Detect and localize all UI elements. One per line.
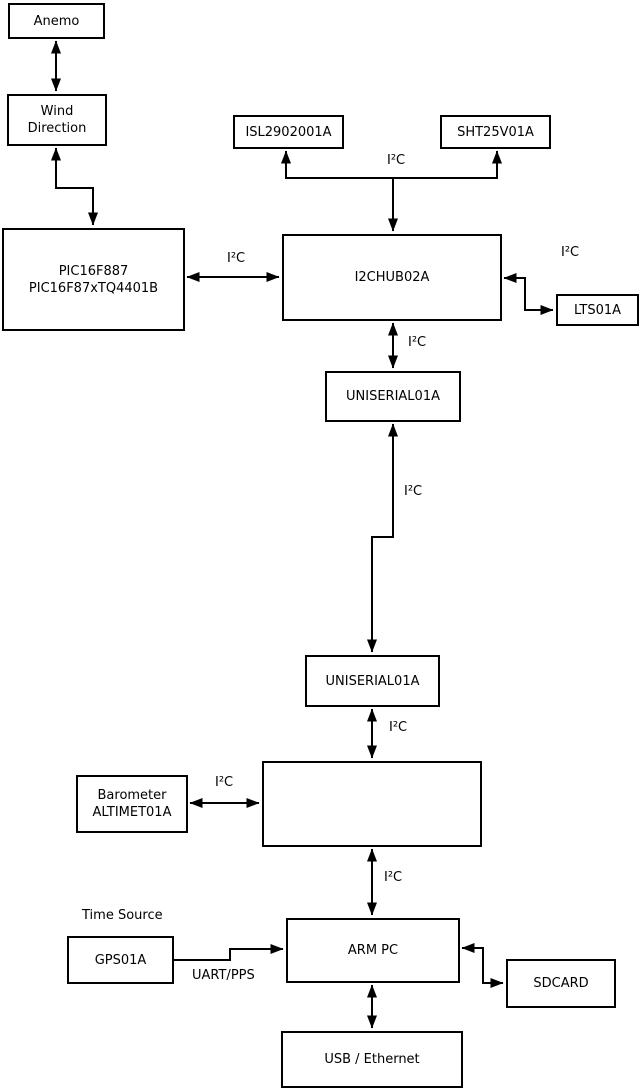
block-usb-ethernet-label: USB / Ethernet <box>324 1052 420 1067</box>
block-usb-ethernet: USB / Ethernet <box>281 1031 463 1088</box>
block-wind-direction: Wind Direction <box>7 94 107 146</box>
block-uniserial01a-2: UNISERIAL01A <box>305 655 440 707</box>
edge-label-i2c-hub1-uniserial1: I²C <box>408 335 427 350</box>
block-barometer-label-line1: Barometer <box>97 788 167 803</box>
block-sht25v01a: SHT25V01A <box>440 115 551 149</box>
block-sht25v01a-label: SHT25V01A <box>457 124 534 140</box>
edge-label-i2c-barometer-hub2: I²C <box>215 775 234 790</box>
block-pic16f887-label-line1: PIC16F887 <box>58 263 129 279</box>
block-wind-direction-label-line2: Direction <box>27 121 87 136</box>
edge-label-i2c-pic-hub1: I²C <box>227 251 246 266</box>
block-isl2902001a-label: ISL2902001A <box>245 124 332 140</box>
block-uniserial01a-1-label: UNISERIAL01A <box>346 389 440 404</box>
block-pic16f887: PIC16F887 PIC16F87xTQ4401B <box>2 228 185 331</box>
block-i2chub02a-1: I2CHUB02A <box>282 234 502 321</box>
block-isl2902001a: ISL2902001A <box>233 115 344 149</box>
block-lts01a: LTS01A <box>556 294 639 326</box>
block-anemo-label: Anemo <box>33 13 80 29</box>
block-wind-direction-label-line1: Wind <box>40 104 74 119</box>
block-gps01a: GPS01A <box>67 936 174 984</box>
block-uniserial01a-2-label: UNISERIAL01A <box>325 673 420 689</box>
block-uniserial01a-1: UNISERIAL01A <box>325 371 461 422</box>
block-pic16f887-label-line2: PIC16F87xTQ4401B <box>28 280 159 296</box>
block-arm-pc-label: ARM PC <box>347 943 399 958</box>
edge-hub1-lts <box>503 273 554 315</box>
edge-label-time-source: Time Source <box>82 908 163 923</box>
edge-label-i2c-uniserial2-hub2: I²C <box>389 720 408 735</box>
edge-label-i2c-hub1-lts: I²C <box>561 245 580 260</box>
block-barometer-label-line2: ALTIMET01A <box>92 805 172 820</box>
block-anemo: Anemo <box>8 3 105 39</box>
edge-gps-armpc <box>174 944 284 961</box>
block-sdcard-label: SDCARD <box>533 976 589 991</box>
block-arm-pc: ARM PC <box>286 918 460 983</box>
block-gps01a-label: GPS01A <box>94 952 147 968</box>
edge-label-i2c-uniserial-link: I²C <box>404 484 423 499</box>
edge-wind-pic <box>51 147 98 226</box>
edge-armpc-sdcard <box>461 943 504 988</box>
block-i2chub02a-2 <box>262 761 482 847</box>
edge-label-uart-pps: UART/PPS <box>192 968 255 983</box>
block-barometer-altimet01a: Barometer ALTIMET01A <box>76 775 188 833</box>
edge-isl-sht-branch <box>281 150 502 179</box>
block-sdcard: SDCARD <box>506 959 616 1008</box>
edge-label-i2c-sensors-top: I²C <box>387 153 406 168</box>
block-i2chub02a-1-label: I2CHUB02A <box>354 270 430 285</box>
edge-uniserial1-uniserial2 <box>367 423 398 653</box>
edge-label-i2c-hub2-armpc: I²C <box>384 870 403 885</box>
block-lts01a-label: LTS01A <box>573 302 622 318</box>
